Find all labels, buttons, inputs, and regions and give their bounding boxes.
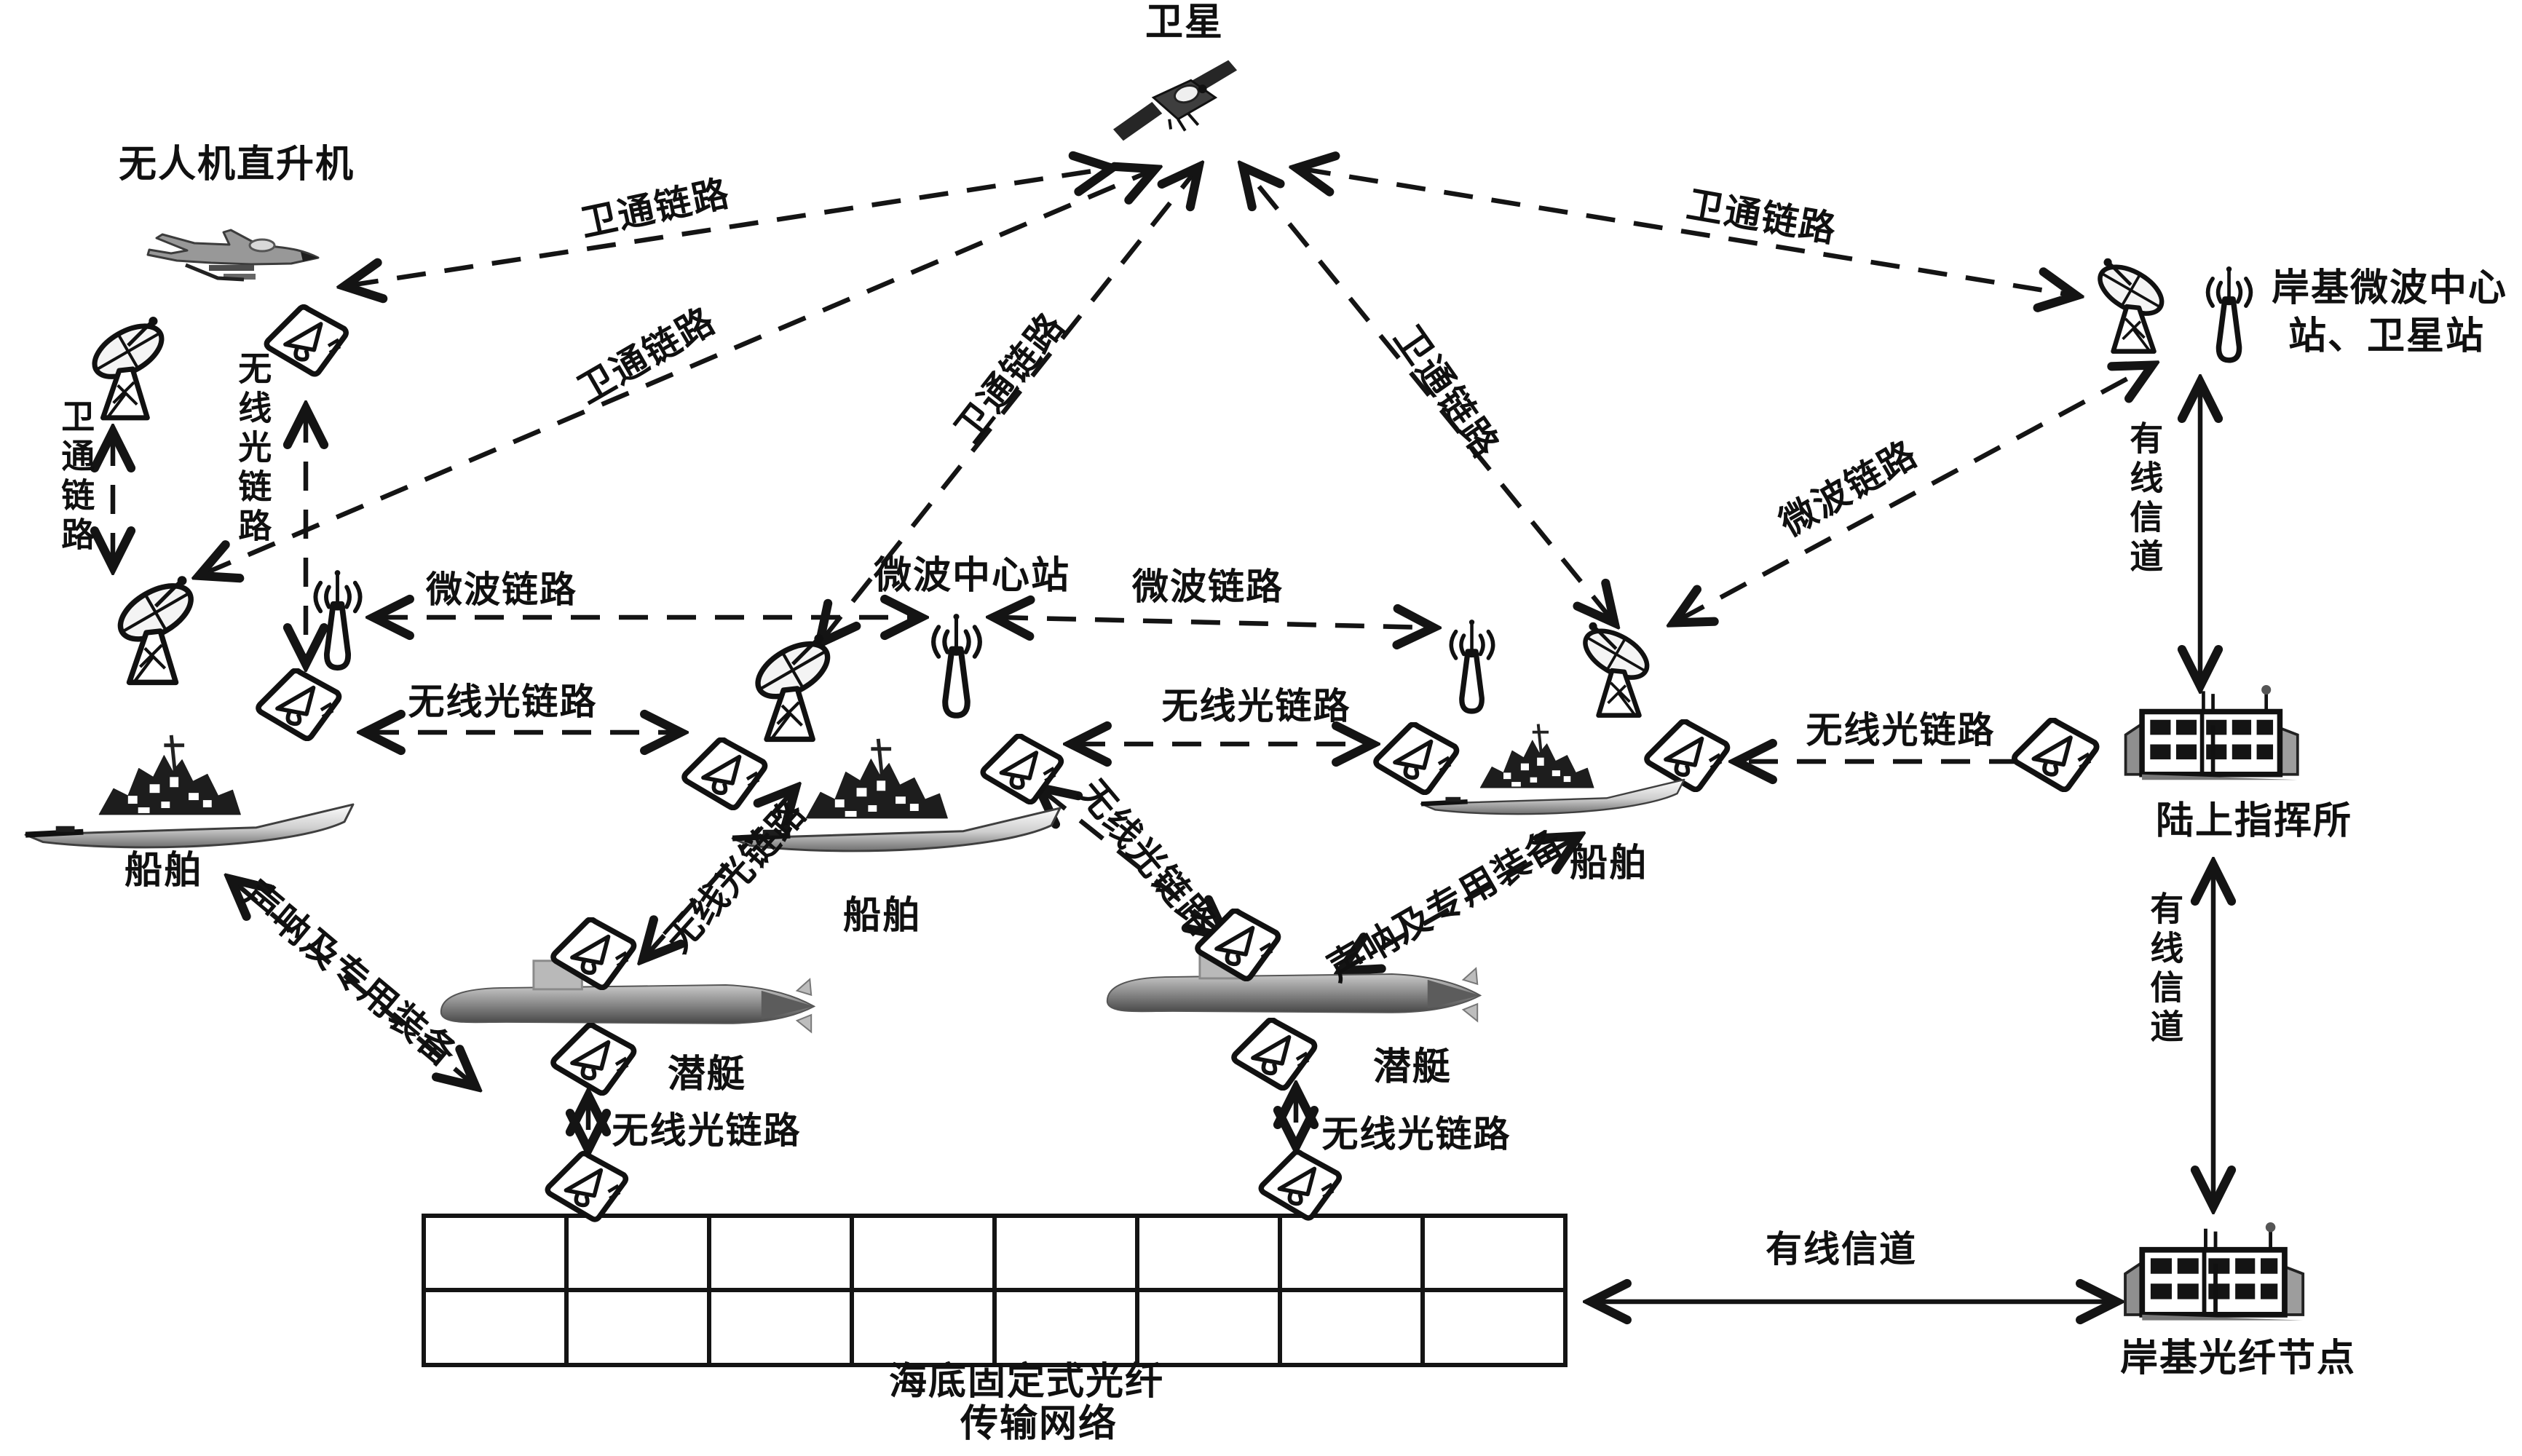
satellite-dish-icon: [1564, 620, 1664, 722]
fighter-jet-icon: [142, 217, 324, 293]
optical-terminal-icon: [548, 917, 639, 990]
submarine-label: 潜艇: [667, 1054, 746, 1096]
satcom-link-center-dish: [823, 171, 1195, 639]
satellite-label: 卫星: [1145, 2, 1224, 44]
uav-label: 无人机直升机: [118, 144, 355, 186]
optical-terminal-icon: [2007, 718, 2105, 792]
seafloor-network-label: 海底固定式光纤: [888, 1361, 1164, 1403]
optical-link-ship2-sub1: [647, 792, 792, 955]
satellite-icon: [1112, 60, 1241, 143]
optical-link-label: 无线光链路: [1806, 710, 1996, 751]
radio-antenna-icon: [301, 562, 375, 684]
satellite-dish-icon: [97, 574, 219, 690]
ship-label: 船舶: [1569, 843, 1648, 885]
optical-terminal-icon: [543, 1150, 630, 1223]
satcom-link-label: 卫通链路: [57, 399, 95, 556]
microwave-link-shore: [1678, 368, 2148, 620]
satellite-dish-icon: [82, 314, 178, 425]
ship-label: 船舶: [842, 895, 922, 937]
building-icon: [2117, 684, 2310, 794]
shore-station-label: 岸基微波中心: [2271, 268, 2507, 309]
shore-fiber-node-label: 岸基光纤节点: [2120, 1338, 2357, 1380]
optical-link-label: 无线光链路: [408, 681, 598, 722]
radio-antenna-icon: [917, 606, 996, 732]
seafloor-network-label: 传输网络: [960, 1404, 1118, 1445]
sonar-link-ship3-sub2: [1345, 839, 1574, 968]
microwave-link-right: [999, 617, 1428, 628]
optical-link-label: 无线光链路: [234, 351, 272, 547]
wired-channel-label: 有线信道: [2125, 421, 2163, 578]
optical-terminal-icon: [1229, 1018, 1320, 1091]
building-icon: [2119, 1222, 2314, 1334]
optical-terminal-icon: [1257, 1149, 1344, 1222]
wired-channel-label: 有线信道: [1766, 1229, 1917, 1270]
microwave-link-label: 微波链路: [426, 569, 577, 610]
ship-label: 船舶: [124, 850, 203, 892]
optical-terminal-icon: [262, 304, 351, 377]
satellite-dish-icon: [2077, 256, 2181, 358]
optical-link-label: 无线光链路: [1161, 686, 1351, 727]
optical-link-ship2-sub2: [1043, 791, 1222, 933]
seafloor-fiber-grid: [422, 1214, 1568, 1367]
radio-antenna-icon: [1436, 613, 1508, 726]
submarine-label: 潜艇: [1372, 1047, 1452, 1088]
satcom-link-left-dish: [204, 171, 1150, 574]
land-command-post-label: 陆上指挥所: [2155, 801, 2352, 842]
sonar-link-ship1-sub1: [234, 882, 472, 1083]
wired-channel-label: 有线信道: [2146, 891, 2183, 1048]
optical-terminal-icon: [548, 1023, 639, 1096]
microwave-link-label: 微波链路: [1132, 566, 1284, 607]
optical-link-label: 无线光链路: [1321, 1114, 1511, 1155]
optical-link-label: 无线光链路: [612, 1110, 802, 1151]
shore-station-label: 站、卫星站: [2288, 316, 2485, 357]
microwave-center-station-label: 微波中心站: [873, 555, 1070, 597]
satcom-link-shore: [1302, 169, 2071, 295]
